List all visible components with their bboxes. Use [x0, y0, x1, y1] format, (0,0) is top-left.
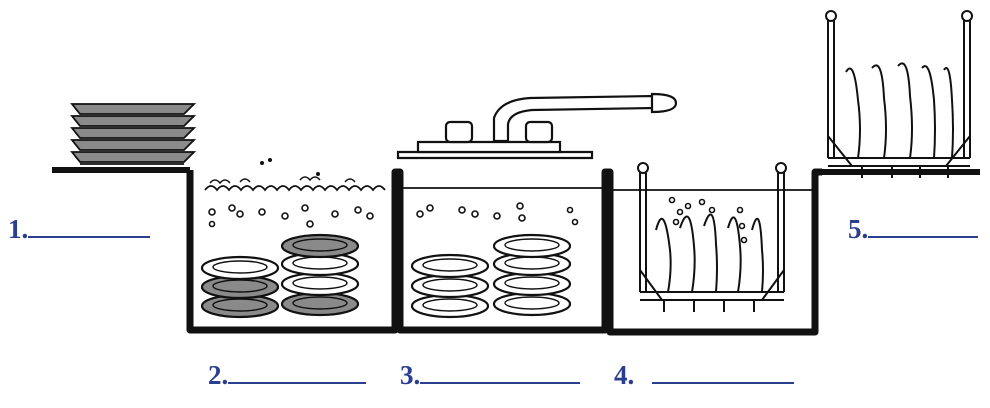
drying-rack [828, 20, 970, 178]
label-step-4-number: 4. [614, 360, 634, 390]
label-step-2-blank[interactable] [228, 360, 366, 384]
dirty-plate-stack [72, 104, 194, 164]
label-step-3-number: 3. [400, 360, 420, 390]
label-step-5-number: 5. [848, 214, 868, 244]
label-step-3: 3. [400, 360, 580, 391]
label-step-5: 5. [848, 214, 978, 245]
bubbles [209, 205, 373, 227]
faucet [398, 94, 676, 158]
label-step-4-blank[interactable] [652, 360, 794, 384]
label-step-2-number: 2. [208, 360, 228, 390]
bubbles [417, 203, 578, 225]
dish-rack-in-sink [640, 172, 784, 312]
label-step-3-blank[interactable] [420, 360, 580, 384]
sanitize-sink [612, 163, 815, 312]
label-step-2: 2. [208, 360, 366, 391]
suds [205, 186, 385, 190]
rinse-sink [398, 94, 676, 317]
label-step-5-blank[interactable] [868, 214, 978, 238]
clean-plates [412, 235, 570, 317]
wash-sink-soapy [202, 158, 385, 317]
label-step-1-number: 1. [8, 214, 28, 244]
label-step-1-blank[interactable] [28, 214, 150, 238]
dirty-plates [202, 235, 358, 317]
label-step-4: 4. [614, 360, 794, 391]
label-step-1: 1. [8, 214, 150, 245]
